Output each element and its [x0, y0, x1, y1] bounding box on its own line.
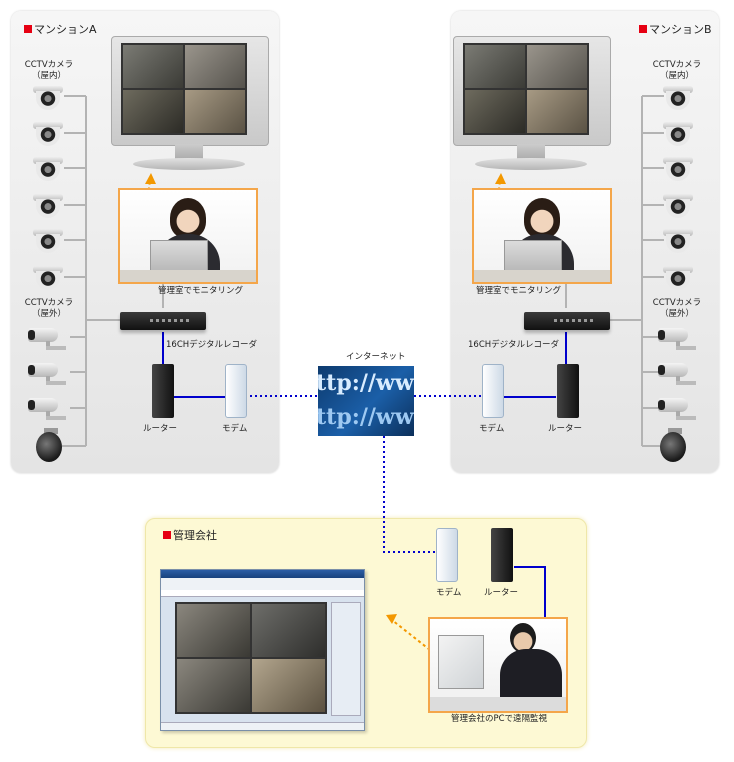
- cctv-indoor-label: CCTVカメラ （屋内）: [24, 60, 74, 81]
- dome-camera-icon: [663, 122, 693, 148]
- cctv-outdoor-label: CCTVカメラ （屋外）: [24, 298, 74, 319]
- mansion-b-title: マンションB: [639, 21, 712, 37]
- internet-image: ttp://ww ttp://ww: [318, 366, 414, 436]
- dome-camera-icon: [663, 194, 693, 220]
- bullet-camera-icon: [658, 326, 698, 350]
- modem-label: モデム: [436, 588, 462, 598]
- mansion-a-title: マンションA: [24, 21, 97, 37]
- remote-monitoring-label: 管理会社のPCで遠隔監視: [451, 714, 548, 724]
- ptz-camera-icon: [660, 428, 686, 464]
- dome-camera-icon: [33, 157, 63, 183]
- dvr-icon: [524, 312, 610, 330]
- ptz-camera-icon: [36, 428, 62, 464]
- router-label: ルーター: [484, 588, 519, 598]
- router-label: ルーター: [548, 424, 583, 434]
- dome-camera-icon: [33, 122, 63, 148]
- dome-camera-icon: [663, 86, 693, 112]
- dome-camera-icon: [33, 194, 63, 220]
- modem-icon: [482, 364, 504, 418]
- recorder-label: 16CHデジタルレコーダ: [166, 340, 257, 350]
- router-icon: [491, 528, 513, 582]
- monitoring-photo: [118, 188, 258, 284]
- modem-label: モデム: [479, 424, 505, 434]
- internet-image-text: ttp://ww: [318, 370, 414, 396]
- modem-label: モデム: [222, 424, 248, 434]
- bullet-camera-icon: [28, 361, 68, 385]
- bullet-camera-icon: [658, 361, 698, 385]
- title-square-icon: [24, 25, 32, 33]
- router-label: ルーター: [143, 424, 178, 434]
- modem-icon: [225, 364, 247, 418]
- bullet-camera-icon: [658, 396, 698, 420]
- internet-label: インターネット: [346, 352, 406, 362]
- monitoring-photo: [472, 188, 612, 284]
- monitoring-label: 管理室でモニタリング: [158, 286, 244, 296]
- bullet-camera-icon: [28, 326, 68, 350]
- dome-camera-icon: [33, 266, 63, 292]
- cctv-outdoor-label: CCTVカメラ （屋外）: [652, 298, 702, 319]
- company-title: 管理会社: [163, 527, 217, 543]
- title-square-icon: [639, 25, 647, 33]
- router-icon: [557, 364, 579, 418]
- router-icon: [152, 364, 174, 418]
- remote-viewer-screenshot: [160, 569, 365, 731]
- remote-monitoring-photo: [428, 617, 568, 713]
- monitor-icon: [453, 36, 611, 174]
- dome-camera-icon: [663, 229, 693, 255]
- dvr-icon: [120, 312, 206, 330]
- dome-camera-icon: [33, 86, 63, 112]
- internet-image-text: ttp://ww: [318, 404, 414, 430]
- bullet-camera-icon: [28, 396, 68, 420]
- dome-camera-icon: [33, 229, 63, 255]
- recorder-label: 16CHデジタルレコーダ: [468, 340, 559, 350]
- title-square-icon: [163, 531, 171, 539]
- dome-camera-icon: [663, 266, 693, 292]
- dome-camera-icon: [663, 157, 693, 183]
- monitoring-label: 管理室でモニタリング: [476, 286, 562, 296]
- modem-icon: [436, 528, 458, 582]
- monitor-icon: [111, 36, 269, 174]
- cctv-indoor-label: CCTVカメラ （屋内）: [652, 60, 702, 81]
